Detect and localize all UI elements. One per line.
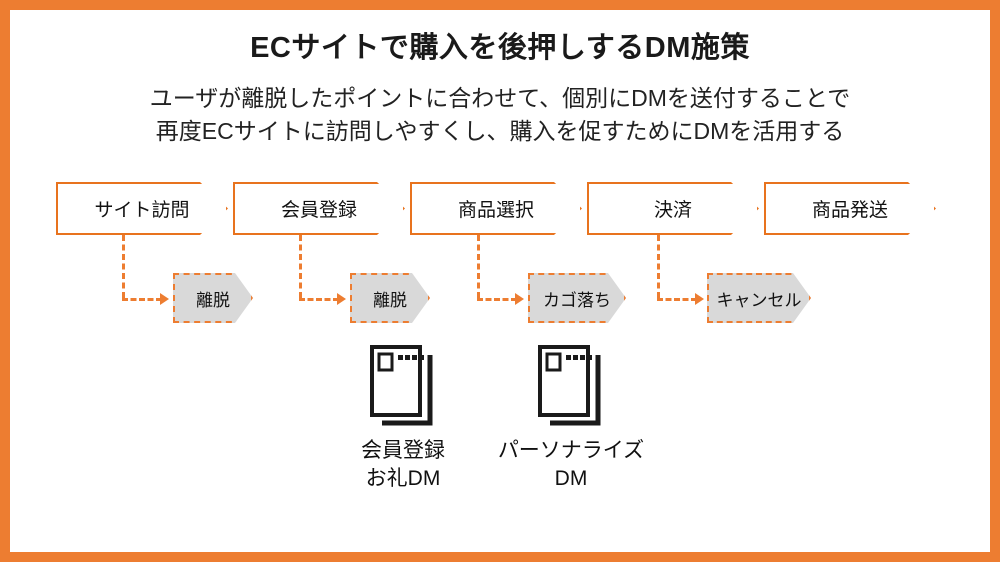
dm-label-line-2: お礼DM	[365, 466, 441, 490]
dm-label-registration-thanks: 会員登録 お礼DM	[298, 437, 508, 492]
dropoff-arrowhead-4	[695, 293, 704, 305]
subtitle-line-1: ユーザが離脱したポイントに合わせて、個別にDMを送付することで	[149, 85, 851, 111]
flow-stage-label: 商品発送	[811, 200, 888, 221]
slide-canvas: ECサイトで購入を後押しするDM施策 ユーザが離脱したポイントに合わせて、個別に…	[10, 10, 990, 552]
flow-stage-label: サイト訪問	[94, 200, 190, 221]
dm-label-line-1: パーソナライズ	[497, 439, 645, 462]
flow-stage-label: 決済	[653, 200, 692, 221]
dropoff-connector-horizontal-2	[299, 298, 339, 301]
mail-card-icon	[536, 343, 606, 429]
dropoff-label: 離脱	[196, 290, 230, 310]
dropoff-connector-vertical-1	[122, 235, 125, 298]
dm-label-line-2: DM	[554, 466, 588, 490]
dropoff-cart-abandon[interactable]: カゴ落ち	[528, 273, 626, 323]
dropoff-exit-2[interactable]: 離脱	[350, 273, 430, 323]
page-title: ECサイトで購入を後押しするDM施策	[250, 32, 750, 64]
flow-stage-product-selection[interactable]: 商品選択	[410, 182, 582, 235]
dropoff-connector-vertical-3	[477, 235, 480, 298]
flow-stage-label: 商品選択	[457, 200, 534, 221]
flow-stage-site-visit[interactable]: サイト訪問	[56, 182, 228, 235]
flow-stage-member-registration[interactable]: 会員登録	[233, 182, 405, 235]
dropoff-connector-horizontal-1	[122, 298, 162, 301]
dropoff-connector-horizontal-3	[477, 298, 517, 301]
dropoff-exit-1[interactable]: 離脱	[173, 273, 253, 323]
dropoff-arrowhead-1	[160, 293, 169, 305]
dm-label-line-1: 会員登録	[361, 439, 445, 462]
dropoff-label: カゴ落ち	[543, 290, 611, 310]
flow-stage-payment[interactable]: 決済	[587, 182, 759, 235]
dropoff-arrowhead-3	[515, 293, 524, 305]
flow-stage-shipping[interactable]: 商品発送	[764, 182, 936, 235]
flow-stage-label: 会員登録	[280, 200, 357, 221]
dropoff-arrowhead-2	[337, 293, 346, 305]
mail-card-icon	[368, 343, 438, 429]
subtitle-line-2: 再度ECサイトに訪問しやすくし、購入を促すためにDMを活用する	[155, 117, 845, 144]
dm-label-personalized: パーソナライズ DM	[465, 437, 677, 492]
page-subtitle: ユーザが離脱したポイントに合わせて、個別にDMを送付することで 再度ECサイトに…	[10, 82, 990, 147]
dropoff-cancel[interactable]: キャンセル	[707, 273, 811, 323]
dropoff-label: 離脱	[373, 290, 407, 310]
dropoff-connector-vertical-2	[299, 235, 302, 298]
dropoff-connector-vertical-4	[657, 235, 660, 298]
dropoff-connector-horizontal-4	[657, 298, 697, 301]
dropoff-label: キャンセル	[716, 290, 802, 310]
